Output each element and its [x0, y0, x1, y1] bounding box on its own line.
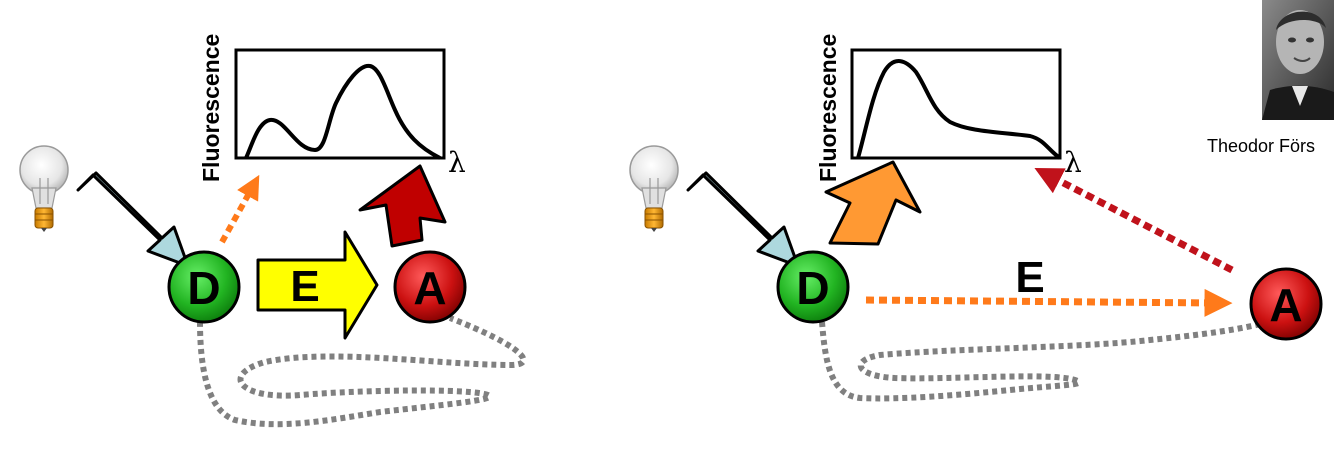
acceptor-emission-dotted-arrow	[1034, 167, 1234, 274]
donor-right	[776, 250, 850, 324]
y-axis-label-left: Fluorescence	[198, 34, 224, 182]
donor-label-left: D	[187, 262, 220, 314]
donor-left	[167, 250, 241, 324]
transfer-label-right: E	[1015, 253, 1044, 302]
acceptor-label-right: A	[1269, 279, 1302, 331]
spectrum-frame-right	[850, 48, 1062, 160]
x-axis-symbol-right: λ	[1064, 146, 1082, 179]
transfer-arrow	[256, 230, 379, 340]
spectrum-frame-left	[234, 48, 446, 160]
acceptor-right	[1249, 267, 1323, 341]
y-axis-label-right: Fluorescence	[815, 34, 841, 182]
linker-chain	[197, 315, 527, 428]
lightbulb-icon	[629, 145, 679, 232]
linker-chain	[819, 317, 1276, 402]
portrait-caption: Theodor Förs	[1207, 136, 1315, 156]
acceptor-label-left: A	[413, 262, 446, 314]
spectrum-curve-right	[856, 59, 1062, 160]
transfer-label-left: E	[290, 262, 319, 311]
donor-label-right: D	[796, 262, 829, 314]
transfer-dotted-arrow	[865, 288, 1233, 317]
x-axis-symbol-left: λ	[448, 146, 466, 179]
acceptor-left	[393, 250, 467, 324]
left-panel: E D A Fluorescence λ	[19, 34, 527, 428]
excitation-arrow	[76, 171, 190, 268]
acceptor-emission-arrow	[358, 164, 447, 248]
donor-emission-dotted-arrow	[219, 174, 260, 244]
donor-emission-arrow	[824, 160, 922, 246]
portrait-photo	[1262, 0, 1334, 120]
right-panel: E D A Fluorescence λ Theodor Förs	[629, 0, 1334, 402]
lightbulb-icon	[19, 145, 69, 232]
excitation-arrow	[686, 171, 800, 268]
spectrum-curve-left	[244, 63, 441, 160]
